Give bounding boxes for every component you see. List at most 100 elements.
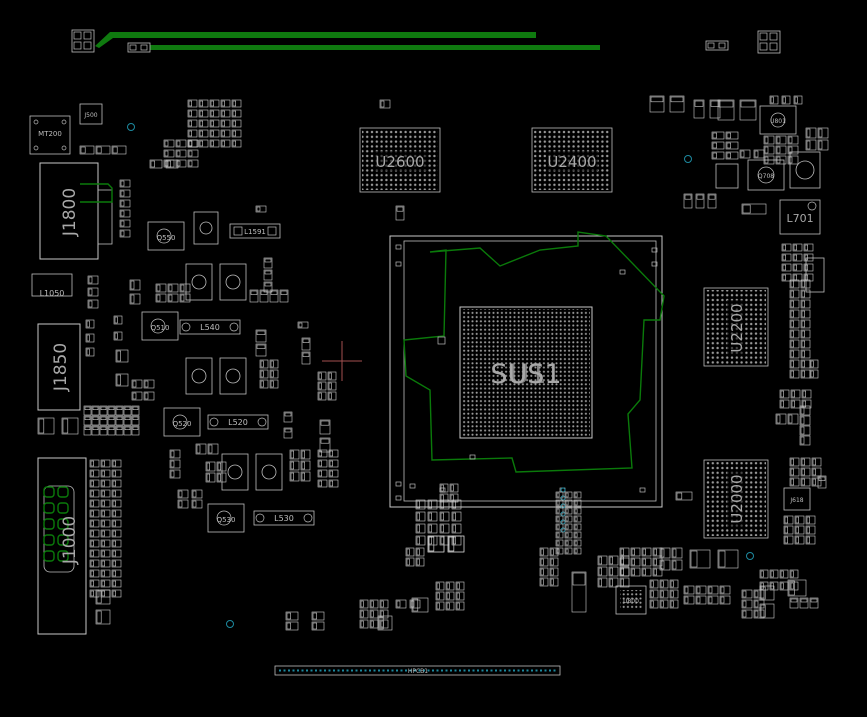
smd-pad bbox=[790, 300, 794, 308]
smd-pad bbox=[650, 590, 654, 598]
smd-pad bbox=[168, 284, 173, 292]
part-j500[interactable]: J500 bbox=[79, 103, 103, 125]
chip-u2000[interactable]: U2000 bbox=[703, 459, 769, 539]
smd-pad bbox=[221, 120, 225, 127]
smd-pad bbox=[790, 582, 794, 590]
smd-part bbox=[409, 599, 421, 609]
smd-pad bbox=[232, 110, 236, 117]
smd-part bbox=[100, 499, 111, 508]
smd-pad bbox=[790, 280, 794, 288]
smd-pad bbox=[806, 516, 810, 524]
smd-part bbox=[695, 193, 705, 209]
smd-pad bbox=[120, 180, 125, 187]
smd-pad bbox=[598, 567, 602, 576]
smd-part bbox=[800, 467, 811, 477]
smd-pad bbox=[456, 602, 460, 610]
smd-part bbox=[143, 379, 155, 389]
smd-part bbox=[61, 417, 79, 435]
connector-mt200[interactable]: MT200 bbox=[29, 115, 71, 155]
smd-part bbox=[209, 129, 220, 138]
smd-pad bbox=[788, 156, 793, 164]
smd-pad bbox=[428, 512, 432, 521]
smd-pad bbox=[653, 548, 657, 556]
inductor-l520[interactable]: L520 bbox=[207, 414, 269, 430]
connector-j1850[interactable]: J1850 bbox=[37, 323, 81, 411]
cpu-socket-sus1[interactable]: SUS1 U1 bbox=[389, 231, 665, 508]
socket-label: SUS1 bbox=[490, 359, 561, 390]
smd-part bbox=[803, 263, 814, 272]
smd-part bbox=[216, 472, 227, 483]
smd-part bbox=[608, 566, 619, 577]
u800-label: U800 bbox=[623, 598, 639, 605]
smd-pad bbox=[760, 586, 766, 600]
part-j618[interactable]: J618 bbox=[783, 487, 811, 511]
smd-part bbox=[669, 579, 679, 589]
smd-part bbox=[669, 589, 679, 599]
inductor-l540[interactable]: L540 bbox=[179, 319, 241, 335]
smd-part bbox=[711, 131, 725, 140]
chip-u2600[interactable]: U2600 bbox=[359, 127, 441, 193]
smd-part bbox=[573, 531, 582, 539]
smd-part bbox=[641, 567, 652, 577]
smd-pad bbox=[320, 420, 330, 426]
connector-j1000[interactable]: J1000 bbox=[37, 457, 87, 635]
inductor-l701[interactable]: L701 bbox=[779, 199, 821, 235]
inductor-l530[interactable]: L530 bbox=[253, 510, 315, 526]
mosfet-q520[interactable]: Q520 bbox=[163, 407, 201, 437]
smd-pad bbox=[776, 136, 781, 144]
smd-part bbox=[263, 281, 273, 293]
smd-pad bbox=[598, 578, 602, 587]
smd-part bbox=[630, 557, 641, 567]
smd-part bbox=[301, 351, 311, 365]
smd-pad bbox=[130, 280, 135, 290]
smd-part bbox=[131, 379, 143, 389]
smd-part bbox=[143, 391, 155, 401]
mosfet-q550[interactable]: Q550 bbox=[147, 221, 185, 251]
edge-connector[interactable]: HPCB1 bbox=[274, 665, 561, 676]
smd-pad bbox=[416, 500, 420, 509]
mosfet-q510[interactable]: Q510 bbox=[141, 311, 179, 341]
smd-pad bbox=[170, 450, 175, 458]
smd-part bbox=[427, 535, 438, 546]
smd-pad bbox=[132, 392, 137, 400]
smd-pad bbox=[124, 406, 131, 410]
smd-pad bbox=[684, 586, 689, 594]
smd-part bbox=[800, 477, 811, 487]
chip-u2400[interactable]: U2400 bbox=[531, 127, 613, 193]
smd-pad bbox=[416, 512, 420, 521]
smd-pad bbox=[726, 142, 731, 149]
smd-part bbox=[649, 95, 665, 113]
smd-part bbox=[573, 523, 582, 531]
smd-pad bbox=[112, 490, 116, 497]
edge-label: HPCB1 bbox=[408, 668, 428, 675]
mosfet-q530[interactable]: Q530 bbox=[207, 503, 245, 533]
smd-part bbox=[115, 373, 129, 387]
smd-pad bbox=[86, 348, 90, 356]
smd-part bbox=[415, 557, 425, 567]
smd-part bbox=[100, 539, 111, 548]
chip-u800[interactable]: U800 bbox=[615, 585, 647, 615]
chip-u801[interactable]: U801 bbox=[759, 105, 797, 135]
smd-pad bbox=[168, 294, 173, 302]
smd-pad bbox=[670, 580, 674, 588]
smd-pad bbox=[318, 470, 322, 477]
smd-part bbox=[792, 253, 803, 262]
inductor-l1050[interactable]: L1050 bbox=[31, 273, 73, 298]
inductor-l1591[interactable]: L1591 bbox=[229, 223, 281, 239]
mosfet-q708[interactable]: Q708 bbox=[747, 159, 785, 191]
smd-part bbox=[641, 547, 652, 557]
smd-part bbox=[379, 99, 391, 109]
smd-part bbox=[711, 151, 725, 160]
smd-part bbox=[817, 127, 829, 139]
smd-pad bbox=[694, 100, 704, 107]
smd-pad bbox=[396, 206, 404, 212]
connector-j1800[interactable]: J1800 bbox=[39, 162, 113, 260]
smd-pad bbox=[436, 582, 440, 590]
smd-part bbox=[455, 601, 465, 611]
chip-u2200[interactable]: U2200 bbox=[703, 287, 769, 367]
smd-pad bbox=[256, 344, 266, 349]
smd-pad bbox=[800, 598, 808, 603]
smd-part bbox=[805, 139, 817, 151]
smd-part bbox=[775, 413, 787, 425]
